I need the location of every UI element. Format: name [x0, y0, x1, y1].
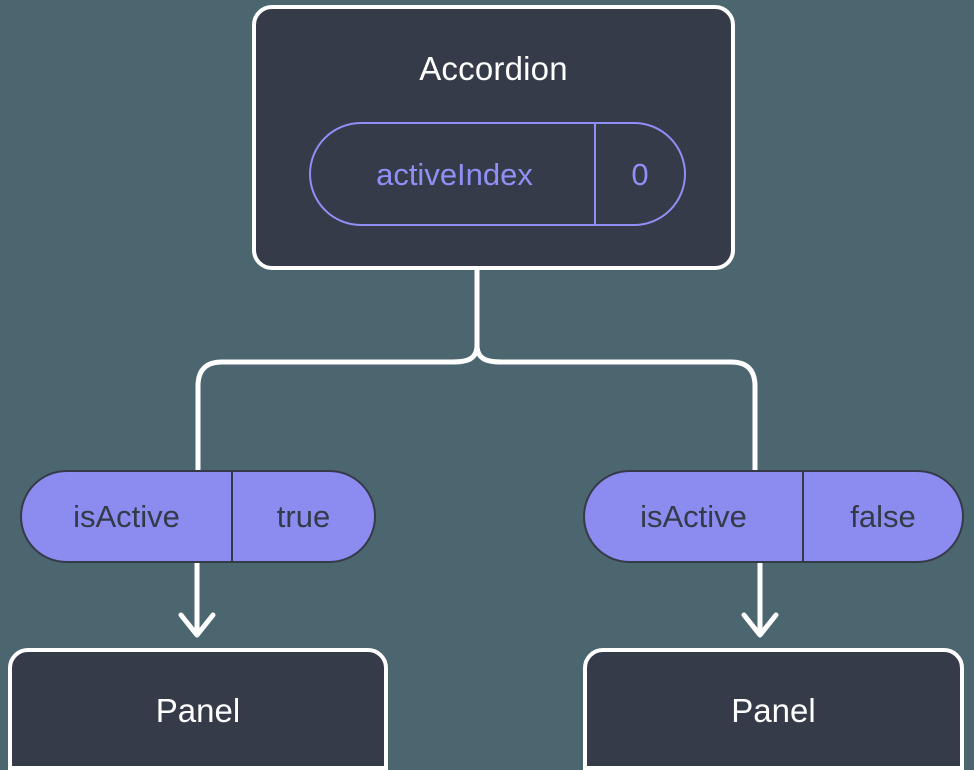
- panel-node-left[interactable]: Panel: [8, 648, 388, 770]
- panel-title: Panel: [731, 692, 816, 729]
- prop-pill-divider: [231, 472, 233, 561]
- arrow-left-head: [178, 612, 216, 638]
- arrow-right-head: [741, 612, 779, 638]
- panel-node-right[interactable]: Panel: [583, 648, 964, 770]
- split-connector-right: [474, 342, 758, 473]
- state-pill-divider: [594, 124, 596, 224]
- prop-pill-is-active-false[interactable]: isActive false: [583, 470, 964, 563]
- prop-value-label: true: [276, 499, 331, 534]
- prop-key-label: isActive: [73, 499, 180, 534]
- split-connector-left: [195, 342, 480, 473]
- prop-key-label: isActive: [640, 499, 747, 534]
- prop-value-label: false: [850, 499, 916, 534]
- panel-title: Panel: [155, 692, 241, 729]
- accordion-title: Accordion: [419, 50, 568, 87]
- prop-pill-divider: [802, 472, 804, 561]
- state-key-label: activeIndex: [376, 156, 533, 192]
- state-pill-active-index[interactable]: activeIndex 0: [309, 122, 686, 226]
- prop-pill-is-active-true[interactable]: isActive true: [20, 470, 376, 563]
- state-value-label: 0: [631, 156, 649, 192]
- accordion-component-node[interactable]: Accordion activeIndex 0: [252, 5, 735, 270]
